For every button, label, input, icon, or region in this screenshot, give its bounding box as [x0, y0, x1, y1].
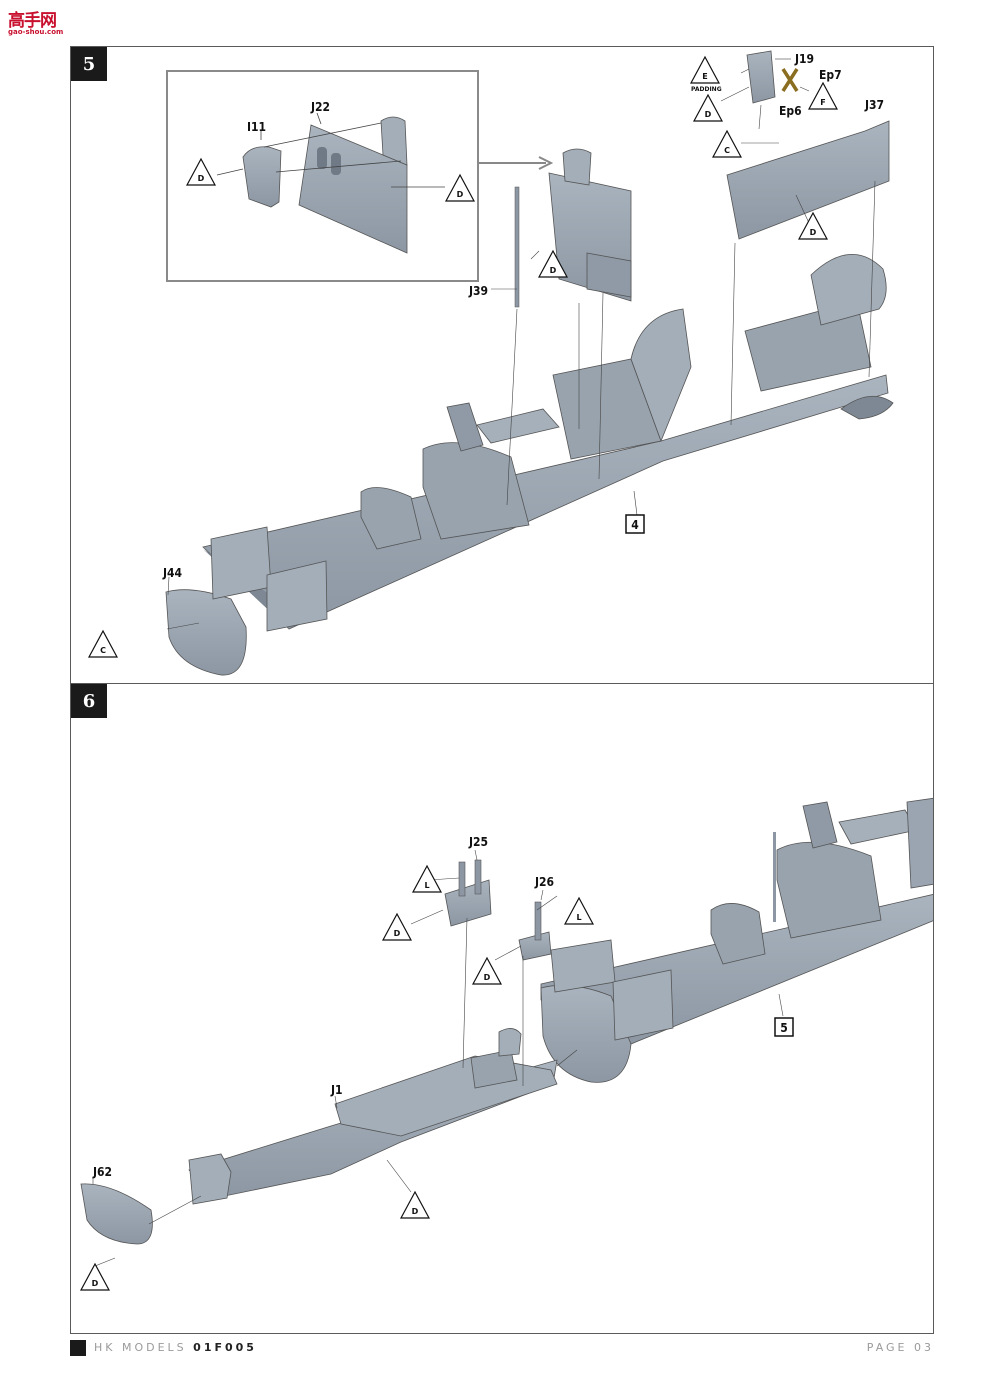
- watermark-url: gao-shou.com: [8, 28, 64, 36]
- triangle-marker-d: D: [692, 93, 724, 122]
- label-j25: J25: [468, 835, 488, 849]
- triangle-marker-d: D: [537, 249, 569, 278]
- triangle-marker-d: D: [471, 956, 503, 985]
- step-5-panel: 5: [70, 46, 934, 684]
- label-j1: J1: [330, 1083, 343, 1097]
- label-j39: J39: [468, 284, 488, 298]
- label-j44: J44: [162, 566, 183, 580]
- svg-text:D: D: [198, 174, 205, 183]
- triangle-marker-d: D: [399, 1190, 431, 1219]
- label-j37: J37: [864, 98, 884, 112]
- triangle-marker-l: L: [563, 896, 595, 925]
- footer-brand-line: HK MODELS 01F005: [94, 1341, 257, 1354]
- ref-box-step-4: 4: [625, 514, 645, 534]
- triangle-marker-d: D: [444, 173, 476, 202]
- hk-models-logo-icon: [70, 1340, 86, 1356]
- watermark-logo: 高手网: [8, 11, 57, 31]
- triangle-marker-d: D: [381, 912, 413, 941]
- footer-page-number: PAGE 03: [866, 1341, 934, 1354]
- label-padding: PADDING: [691, 86, 722, 93]
- footer-code: 01F005: [193, 1341, 257, 1354]
- svg-text:E: E: [702, 72, 707, 81]
- inset-frame: [166, 70, 479, 282]
- triangle-marker-c: C: [711, 129, 743, 158]
- triangle-marker-f: F: [807, 81, 839, 110]
- step-6-panel: 6: [70, 684, 934, 1334]
- label-j26: J26: [534, 875, 554, 889]
- triangle-marker-d: D: [79, 1262, 111, 1291]
- step-6-diagram: L D L D D D J25 J26 J1 J62 5: [79, 797, 933, 1291]
- triangle-marker-c: C: [87, 629, 119, 658]
- watermark: 高手网 gao-shou.com: [8, 6, 68, 36]
- svg-text:L: L: [576, 913, 581, 922]
- svg-text:5: 5: [780, 1021, 788, 1035]
- label-j19: J19: [794, 52, 814, 66]
- step-5-diagram: D D D E D C F D: [87, 50, 894, 676]
- svg-text:L: L: [424, 881, 429, 890]
- label-ep6: Ep6: [779, 104, 802, 118]
- page-footer: HK MODELS 01F005 PAGE 03: [70, 1337, 934, 1359]
- triangle-marker-d: D: [185, 157, 217, 186]
- label-ep7: Ep7: [819, 68, 842, 82]
- label-i11: I11: [247, 120, 266, 134]
- inset-part-i11: [242, 146, 282, 208]
- svg-text:D: D: [394, 929, 401, 938]
- triangle-marker-d: D: [797, 211, 829, 240]
- remove-x-mark: [781, 68, 799, 92]
- svg-text:D: D: [457, 190, 464, 199]
- svg-text:D: D: [810, 228, 817, 237]
- footer-brand: HK MODELS: [94, 1341, 187, 1354]
- triangle-marker-e: E: [689, 55, 721, 84]
- svg-text:D: D: [484, 973, 491, 982]
- svg-text:D: D: [705, 110, 712, 119]
- ref-box-step-5: 5: [774, 1017, 794, 1037]
- step-6-badge: 6: [71, 684, 107, 718]
- svg-text:D: D: [550, 266, 557, 275]
- svg-text:F: F: [820, 98, 825, 107]
- step-5-badge: 5: [71, 47, 107, 81]
- svg-text:D: D: [92, 1279, 99, 1288]
- svg-text:C: C: [100, 646, 106, 655]
- svg-text:D: D: [412, 1207, 419, 1216]
- inset-part-j22: [298, 116, 408, 254]
- label-j22: J22: [310, 100, 330, 114]
- svg-text:C: C: [724, 146, 730, 155]
- triangle-marker-l: L: [411, 864, 443, 893]
- label-j62: J62: [92, 1165, 112, 1179]
- svg-text:4: 4: [631, 518, 639, 532]
